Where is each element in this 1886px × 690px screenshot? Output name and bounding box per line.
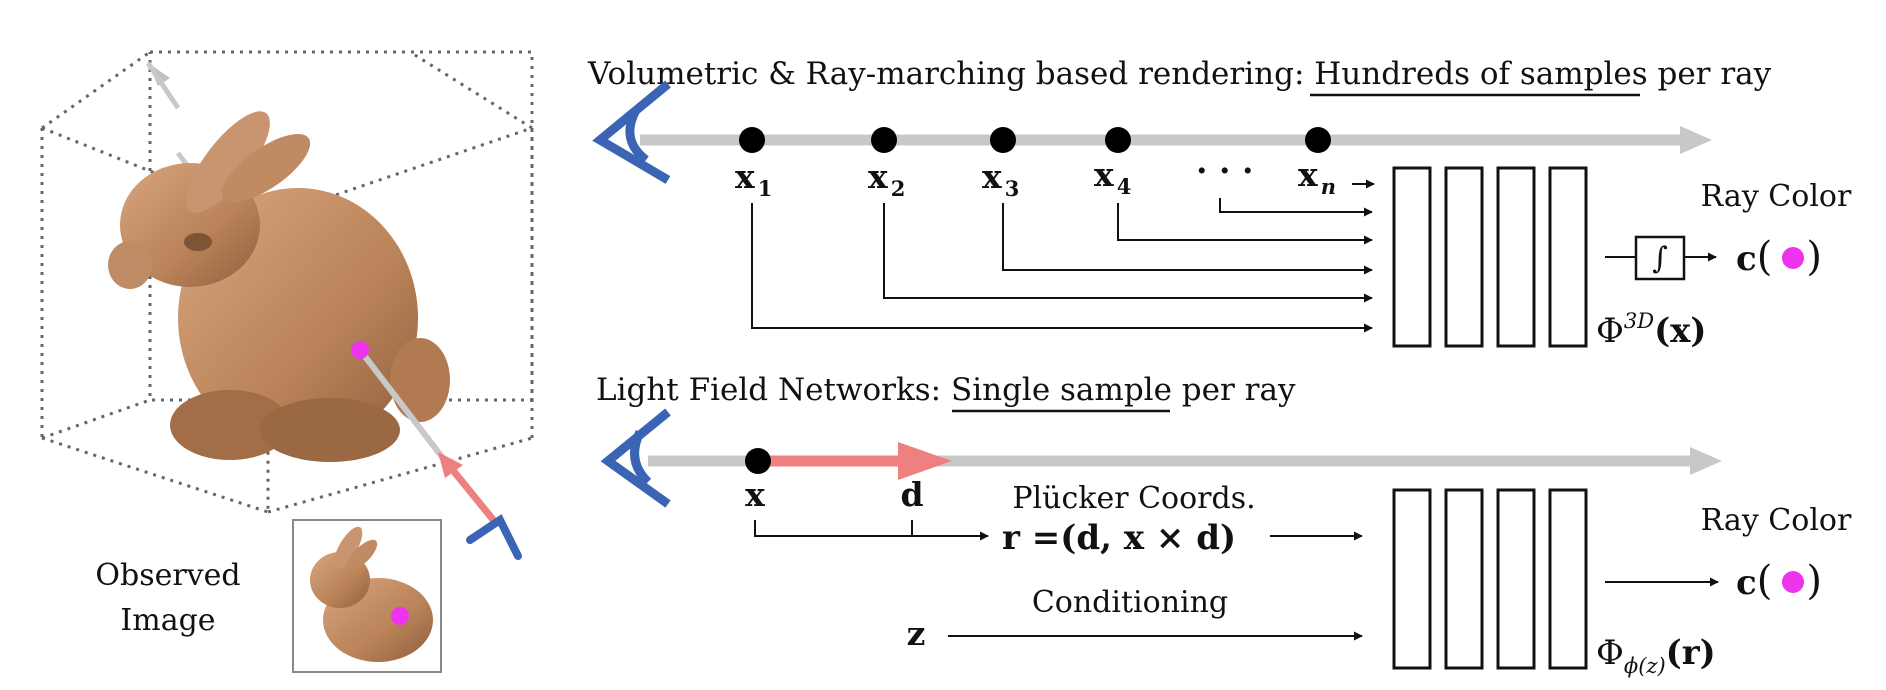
integral-box (1634, 235, 1686, 281)
sample-point-n (1305, 127, 1331, 153)
sample-point-3 (990, 127, 1016, 153)
lfn-eye-icon (600, 408, 671, 508)
mlp-lfn (1392, 488, 1588, 670)
plucker-connector (754, 520, 1363, 641)
color-output-bottom: c() (1736, 558, 1822, 604)
scene-panel: Observed Image (40, 50, 534, 673)
d-label: d (900, 475, 923, 514)
volumetric-panel: Volumetric & Ray-marching based renderin… (587, 56, 1852, 351)
observed-label-line2: Image (120, 603, 215, 638)
network-label-3d: Φ3D(x) (1596, 309, 1707, 351)
color-dot-top (1782, 247, 1804, 269)
conditioning-label: Conditioning (1032, 585, 1228, 620)
direction-arrow (444, 460, 498, 525)
integral-icon: ∫ (1652, 241, 1668, 276)
sample-point-1 (739, 127, 765, 153)
color-dot-bottom (1782, 571, 1804, 593)
observed-pixel (391, 607, 409, 625)
lfn-panel: Light Field Networks: Single sample per … (596, 372, 1852, 678)
z-label: z (907, 614, 926, 653)
lfn-title: Light Field Networks: Single sample per … (596, 372, 1296, 408)
volumetric-title-prefix: Volumetric & Ray-marching based renderin… (587, 56, 1314, 92)
lfn-title-underlined: Single sample (951, 372, 1172, 408)
lfn-sample-point (745, 448, 771, 474)
ray-color-label-bottom: Ray Color (1701, 503, 1852, 538)
mlp-3d (1392, 166, 1588, 348)
volumetric-eye-icon (592, 80, 671, 184)
sample-point-2 (871, 127, 897, 153)
network-label-lfn: Φϕ(z)(r) (1596, 633, 1716, 678)
plucker-equation: r =(d, x × d) (1002, 518, 1236, 558)
bunny-figure (108, 111, 450, 462)
lfn-title-prefix: Light Field Networks: (596, 372, 951, 408)
observed-image (292, 519, 442, 673)
camera-eye-icon (466, 514, 522, 560)
lfn-title-suffix: per ray (1172, 372, 1296, 408)
camera-ray-front (357, 348, 455, 472)
volumetric-title-underlined: Hundreds of samples (1314, 56, 1647, 92)
surface-point (351, 341, 369, 359)
volumetric-title: Volumetric & Ray-marching based renderin… (587, 56, 1772, 92)
observed-label-line1: Observed (95, 558, 240, 593)
color-output-top: c() (1736, 234, 1822, 280)
ellipsis: · · · (1196, 151, 1253, 190)
x-label: x (745, 475, 765, 514)
sample-point-4 (1105, 127, 1131, 153)
plucker-label: Plücker Coords. (1012, 481, 1255, 516)
sample-connectors (751, 179, 1375, 333)
ray-color-label-top: Ray Color (1701, 179, 1852, 214)
volumetric-title-suffix: per ray (1648, 56, 1772, 92)
